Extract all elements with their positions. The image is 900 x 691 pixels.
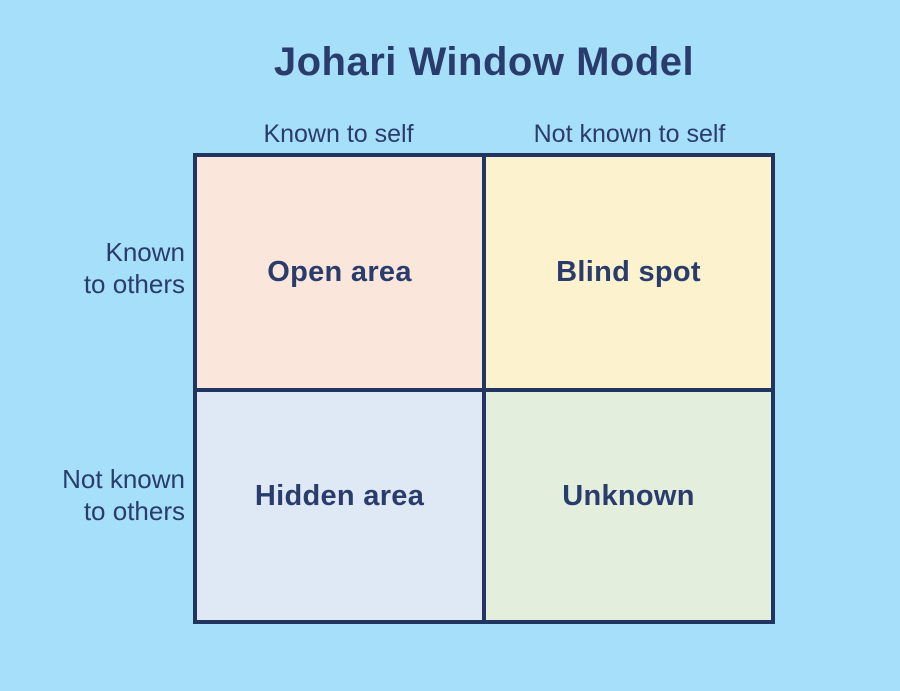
johari-grid: Open area Blind spot Hidden area Unknown — [193, 153, 775, 624]
quadrant-unknown: Unknown — [486, 391, 771, 620]
row-label-not-known-to-others: Not known to others — [62, 464, 185, 526]
quadrant-blind-spot-label: Blind spot — [556, 255, 701, 288]
row-label-known-to-others: Known to others — [83, 237, 185, 299]
quadrant-hidden-area-label: Hidden area — [254, 479, 425, 512]
column-header-not-known-to-self: Not known to self — [533, 120, 726, 148]
quadrant-hidden-area: Hidden area — [197, 391, 482, 620]
quadrant-open-area-label: Open area — [267, 255, 412, 288]
quadrant-open-area: Open area — [197, 157, 482, 388]
diagram-title: Johari Window Model — [273, 40, 695, 84]
quadrant-unknown-label: Unknown — [562, 479, 695, 512]
quadrant-blind-spot: Blind spot — [486, 157, 771, 388]
column-header-known-to-self: Known to self — [263, 120, 414, 148]
